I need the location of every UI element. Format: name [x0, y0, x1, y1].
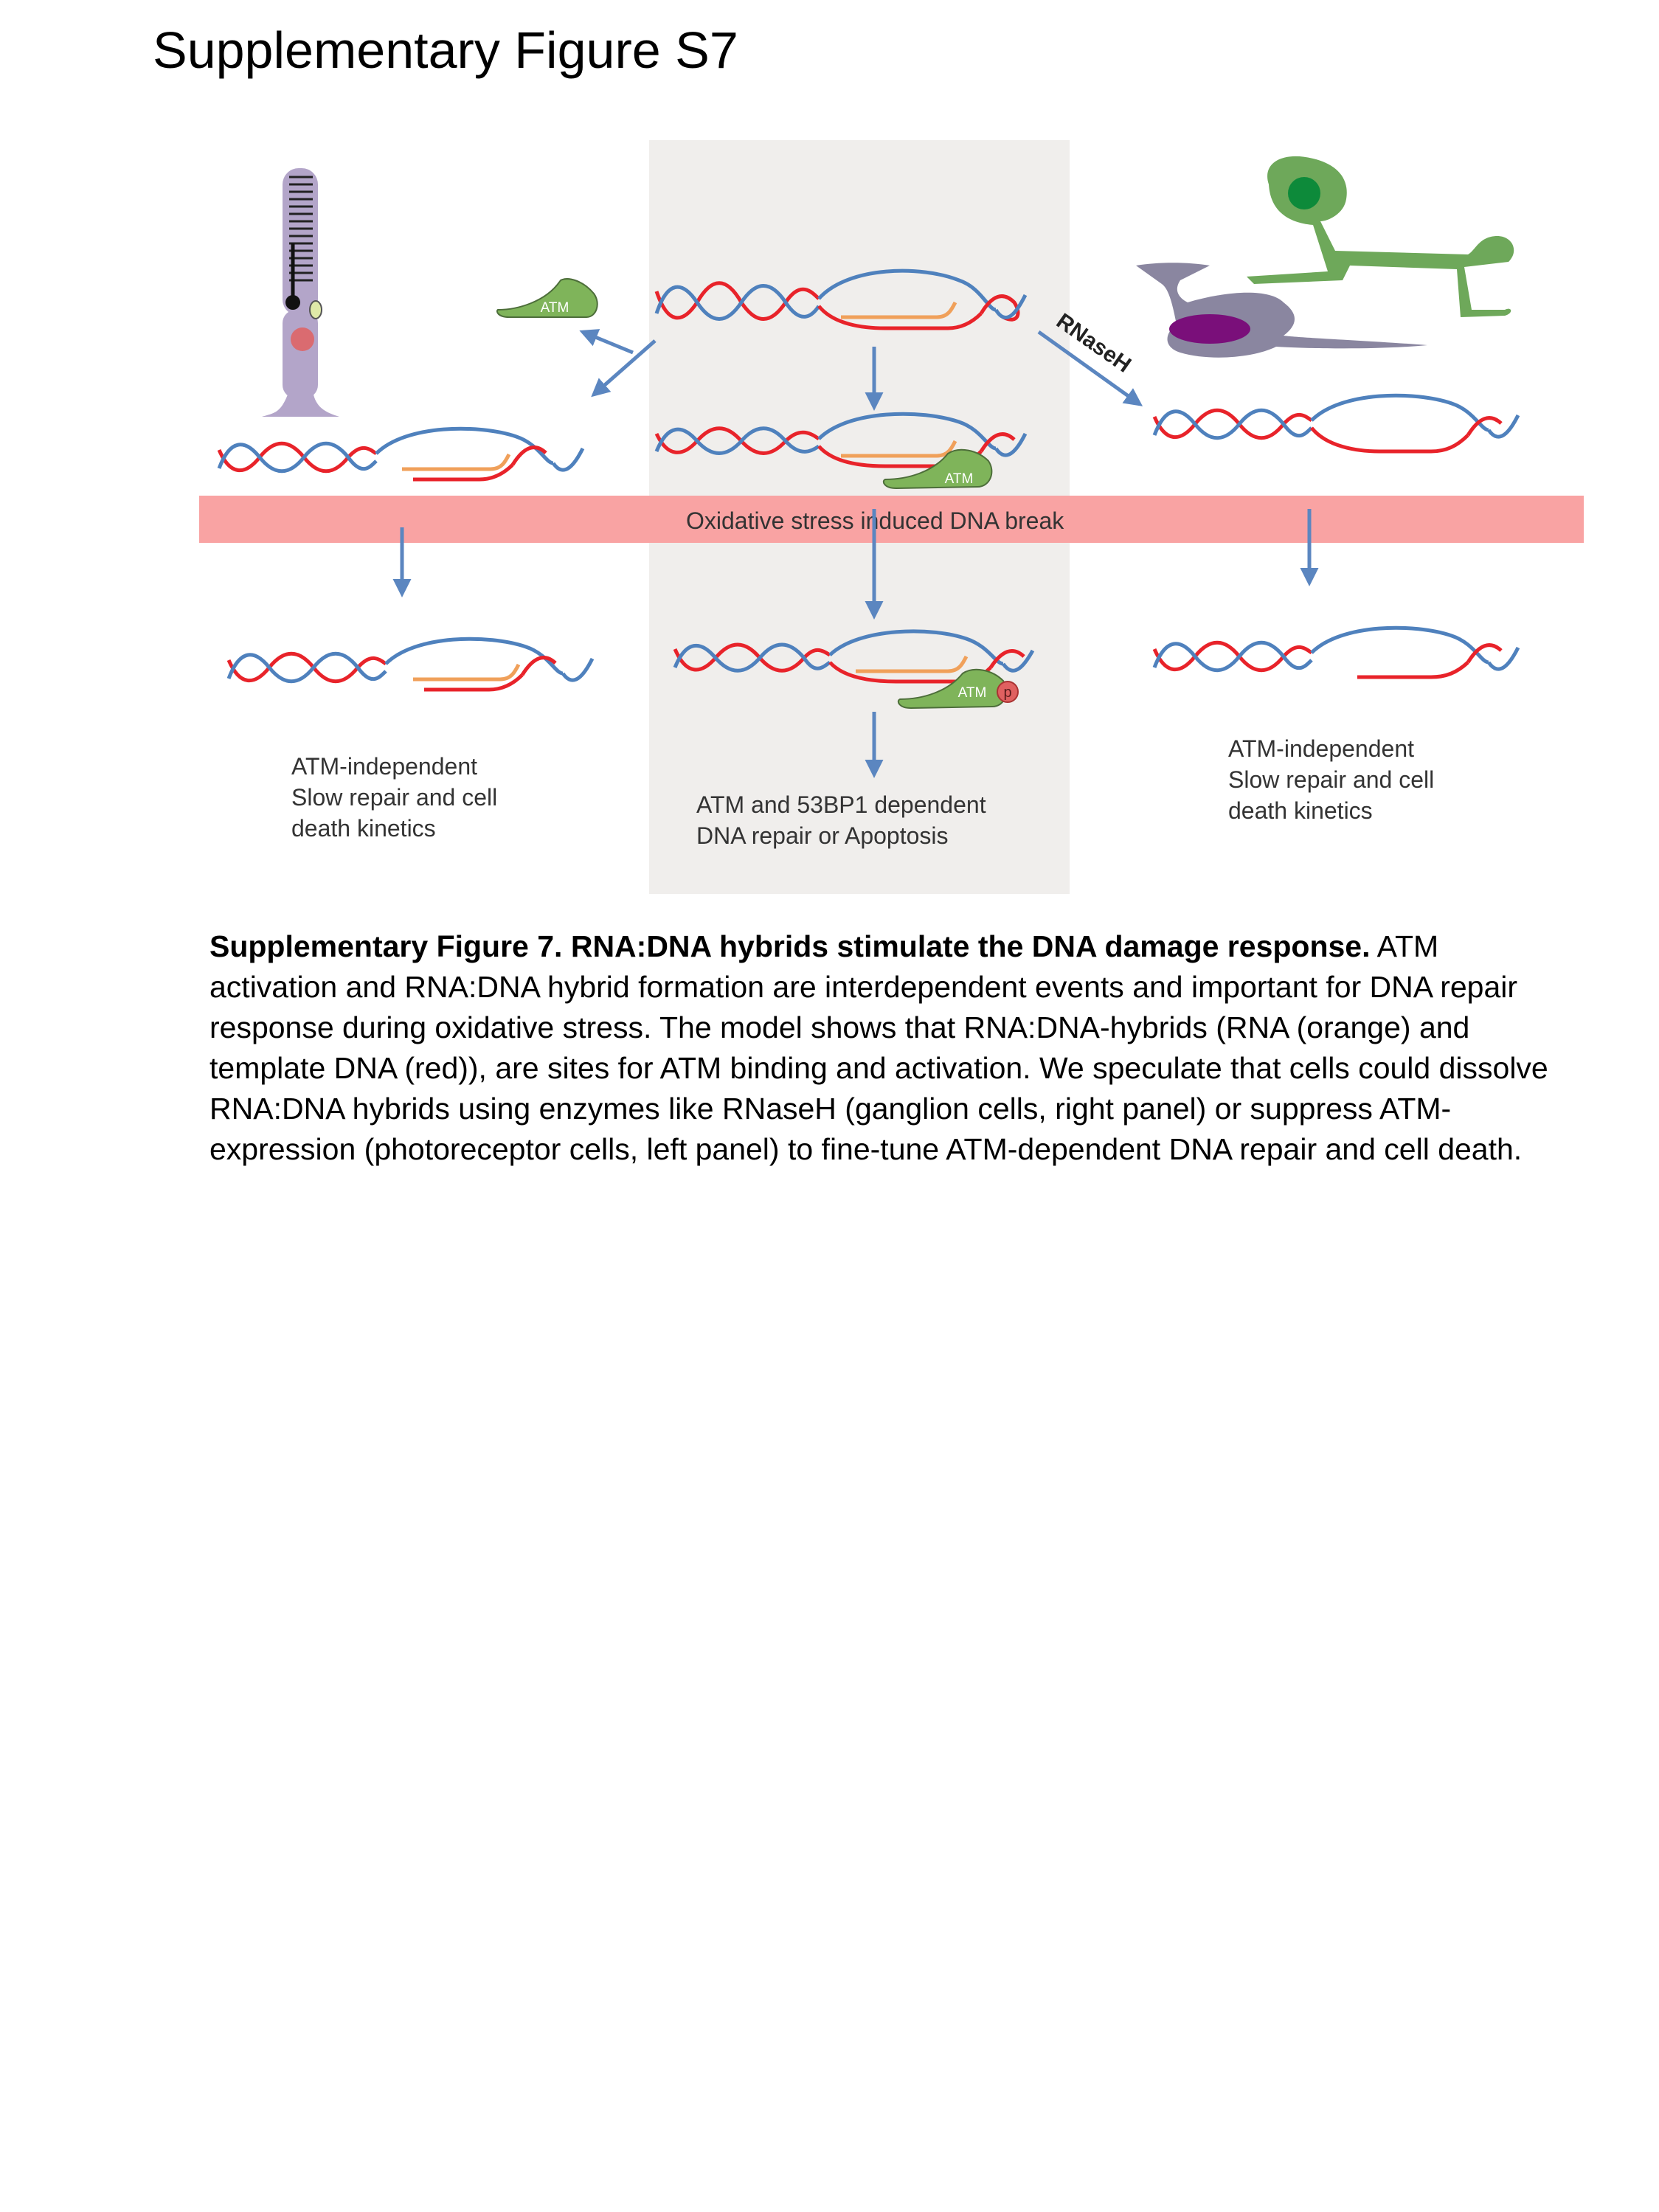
dna-hybrid-center-top	[654, 268, 1028, 330]
dna-hybrid-right-upper	[1152, 393, 1520, 454]
dna-hybrid-right-lower	[1152, 625, 1520, 679]
left-outcome-line-2: Slow repair and cell	[291, 784, 497, 811]
atm-label-middle: ATM	[945, 471, 974, 487]
phospho-label: p	[1003, 684, 1011, 701]
caption-title: Supplementary Figure 7. RNA:DNA hybrids …	[209, 929, 1371, 963]
figure-caption: Supplementary Figure 7. RNA:DNA hybrids …	[209, 926, 1567, 1170]
model-figure: Oxidative stress induced DNA break AT	[199, 140, 1584, 894]
right-outcome-line-3: death kinetics	[1228, 797, 1373, 824]
page-title: Supplementary Figure S7	[153, 21, 738, 79]
right-outcome-line-1: ATM-independent	[1228, 735, 1414, 762]
left-outcome-line-3: death kinetics	[291, 815, 436, 842]
atm-protein-bound-middle: ATM	[882, 448, 993, 490]
atm-label-phospho: ATM	[958, 685, 987, 701]
arrow-rnaseh	[1037, 330, 1143, 406]
center-outcome-text: ATM and 53BP1 dependent DNA repair or Ap…	[696, 791, 992, 849]
flow-arrows	[392, 329, 1319, 778]
atm-protein-phospho: ATM p	[897, 668, 1019, 710]
arrow-to-atm-free	[579, 329, 634, 355]
ganglion-cell	[1247, 156, 1514, 317]
arrow-to-left-upper	[591, 339, 657, 398]
glia-cell	[1136, 263, 1427, 358]
right-outcome-text: ATM-independent Slow repair and cell dea…	[1228, 735, 1441, 824]
oxidative-stress-band	[199, 496, 1584, 543]
dna-hybrid-left-upper	[217, 426, 585, 482]
left-outcome-line-1: ATM-independent	[291, 753, 477, 780]
center-outcome-line-2: DNA repair or Apoptosis	[696, 822, 949, 849]
center-outcome-line-1: ATM and 53BP1 dependent	[696, 791, 986, 818]
atm-label-free: ATM	[541, 300, 569, 316]
atm-protein-free: ATM	[496, 278, 598, 318]
dna-hybrid-left-lower	[226, 637, 595, 692]
caption-body: ATM activation and RNA:DNA hybrid format…	[209, 929, 1548, 1166]
phospho-icon	[997, 681, 1019, 703]
left-outcome-text: ATM-independent Slow repair and cell dea…	[291, 753, 504, 842]
photoreceptor-cell	[262, 168, 339, 417]
right-outcome-line-2: Slow repair and cell	[1228, 766, 1434, 793]
